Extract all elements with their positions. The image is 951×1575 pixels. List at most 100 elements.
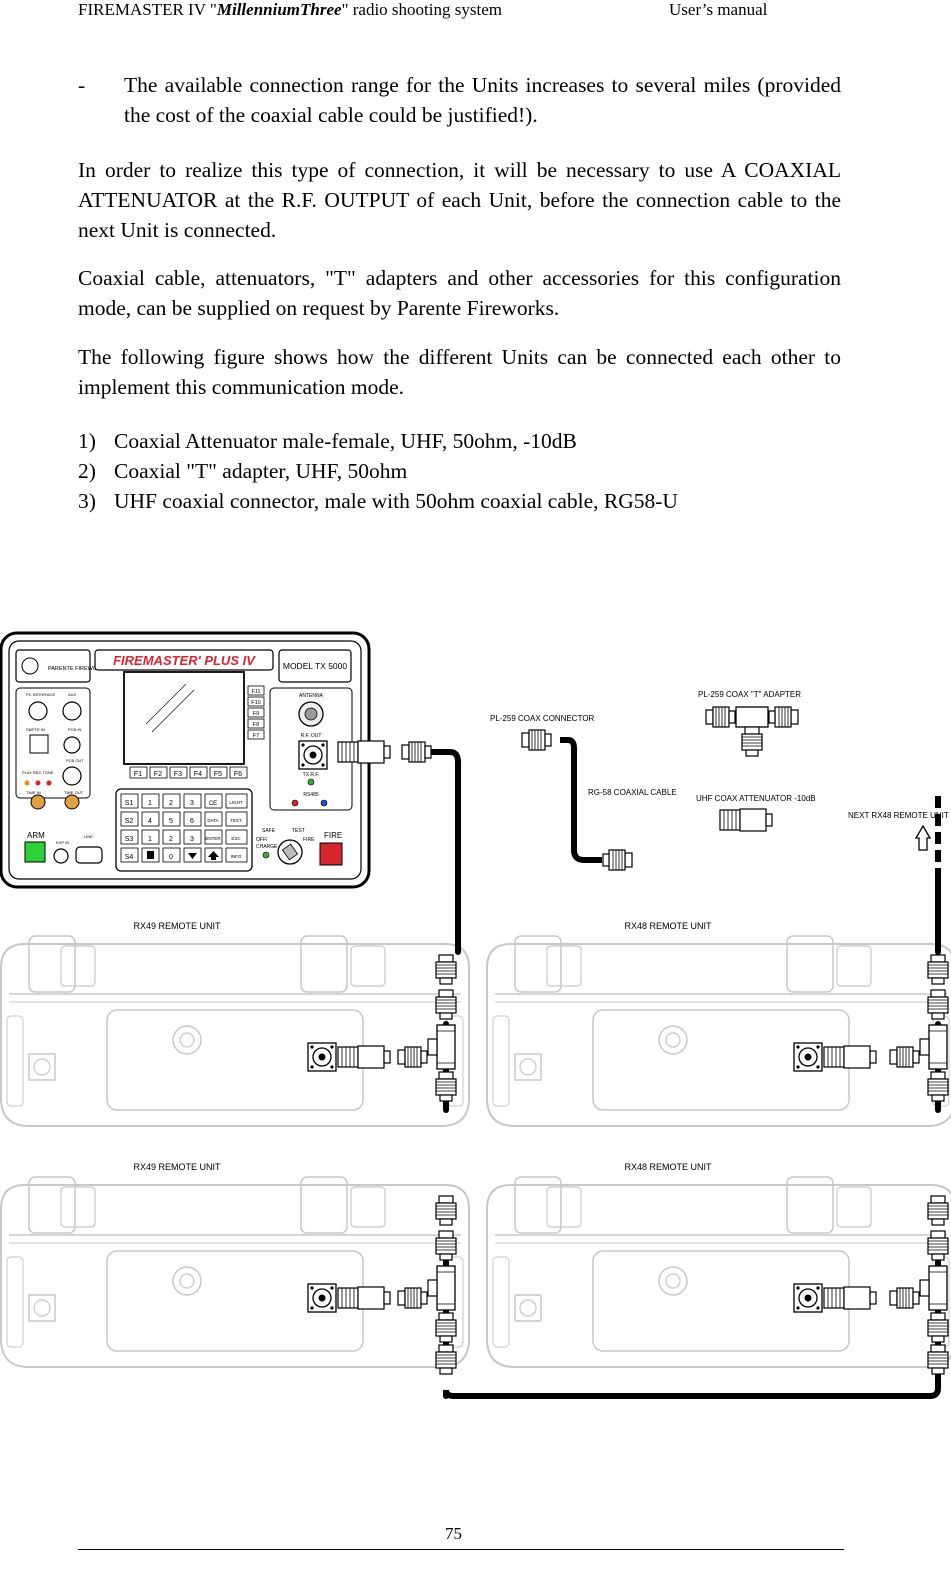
- keypad-key[interactable]: [120, 811, 139, 827]
- key-label: S2: [125, 818, 134, 825]
- coax-connector: [397, 1287, 428, 1309]
- keypad-key[interactable]: [162, 847, 181, 863]
- f8-key[interactable]: [247, 718, 265, 729]
- keypad-key[interactable]: [120, 829, 139, 845]
- rx49-case-top: [0, 935, 470, 1127]
- keypad-key[interactable]: [141, 793, 160, 809]
- keypad-key[interactable]: [225, 811, 248, 827]
- arrow-up-icon: [914, 824, 932, 851]
- keypad-key[interactable]: [183, 793, 202, 809]
- keypad-key[interactable]: [162, 793, 181, 809]
- rec-led-icon: [35, 780, 41, 786]
- keypad-key[interactable]: [204, 829, 223, 845]
- rx48-case-top: [486, 935, 951, 1127]
- rx49-case-bottom: [0, 1176, 470, 1368]
- rs485-label: RS485: [303, 792, 319, 798]
- pcb-in-connector[interactable]: [63, 736, 81, 754]
- connector-label: SMPTE IN: [26, 727, 45, 732]
- f11-key[interactable]: [247, 685, 265, 696]
- coax-cable-sample: [560, 737, 602, 863]
- key-label: 2: [169, 800, 173, 807]
- time-in-connector[interactable]: [30, 794, 46, 810]
- attenuator-tx: [337, 740, 391, 764]
- coax-connector: [889, 1287, 920, 1309]
- keypad-key[interactable]: [225, 847, 248, 863]
- f3-key[interactable]: [169, 766, 188, 779]
- line-connector[interactable]: [75, 846, 103, 864]
- arm-button[interactable]: [24, 841, 46, 863]
- keypad-keys: S1 1 2 3 CE LIGHT S2 4 5 6 DATA TEST S3 …: [120, 793, 248, 863]
- connector-label: LINE: [84, 834, 93, 839]
- keypad-key[interactable]: [162, 829, 181, 845]
- switch-label: FIRE: [303, 837, 315, 843]
- key-label: ESC: [231, 836, 241, 841]
- f5-key[interactable]: [209, 766, 228, 779]
- list-item: 3)UHF coaxial connector, male with 50ohm…: [78, 486, 841, 516]
- f4-key[interactable]: [189, 766, 208, 779]
- rf-socket: [307, 1042, 337, 1072]
- key-label: F5: [214, 771, 222, 778]
- paragraph-figure-intro: The following figure shows how the diffe…: [78, 345, 841, 399]
- sample-pl259-connector-end: [602, 849, 633, 871]
- f6-key[interactable]: [229, 766, 248, 779]
- key-label: 1: [148, 836, 152, 843]
- keypad-key[interactable]: [120, 793, 139, 809]
- switch-label: CHARGE: [256, 844, 278, 850]
- arrow-up-icon: [208, 851, 219, 860]
- f1-key[interactable]: [129, 766, 148, 779]
- key-label: INFO: [231, 854, 242, 859]
- charge-led-icon: [262, 851, 270, 859]
- connector-label: PLAY REC TONE: [22, 770, 54, 775]
- label-rg58-cable: RG-58 COAXIAL CABLE: [588, 788, 677, 797]
- keypad-key[interactable]: [120, 847, 139, 863]
- time-out-connector[interactable]: [64, 794, 80, 810]
- switch-label: OFF/: [256, 837, 268, 843]
- key-label: F11: [251, 689, 260, 695]
- keypad-key[interactable]: [141, 811, 160, 827]
- key-label: LIGHT: [229, 800, 243, 805]
- list-text: Coaxial "T" adapter, UHF, 50ohm: [114, 459, 408, 483]
- f2-key[interactable]: [149, 766, 168, 779]
- fire-button[interactable]: [319, 842, 343, 866]
- f9-key[interactable]: [247, 707, 265, 718]
- pc-interface-connector[interactable]: [28, 701, 48, 721]
- key-label: 5: [169, 818, 173, 825]
- list-num: 1): [78, 429, 96, 453]
- unit-label-rx48-top: RX48 REMOTE UNIT: [624, 921, 712, 931]
- key-label: 1: [148, 800, 152, 807]
- coax-connector: [927, 1344, 949, 1375]
- label-next-unit: NEXT RX48 REMOTE UNIT: [848, 811, 949, 820]
- keypad-key[interactable]: [204, 793, 223, 809]
- keypad-key[interactable]: [183, 811, 202, 827]
- rx48-case-bottom: [486, 1176, 951, 1368]
- key-symbol-icon: [147, 851, 154, 859]
- connector-label: PC INTERFACE: [26, 692, 55, 697]
- aux-connector[interactable]: [62, 701, 82, 721]
- keypad-key[interactable]: [162, 811, 181, 827]
- coax-connector: [435, 1071, 457, 1102]
- rf-out-socket[interactable]: [298, 740, 328, 770]
- keypad-key[interactable]: [141, 829, 160, 845]
- paragraph-attenuator: In order to realize this type of connect…: [78, 158, 841, 242]
- f7-key[interactable]: [247, 729, 265, 740]
- keypad-key[interactable]: [204, 811, 223, 827]
- label-t-adapter: PL-259 COAX "T" ADAPTER: [698, 690, 801, 699]
- coax-connector: [397, 1046, 428, 1068]
- key-label: F6: [234, 771, 242, 778]
- keypad-key[interactable]: [225, 793, 248, 809]
- t-adapter: [919, 1265, 948, 1311]
- pcb-out-connector[interactable]: [62, 766, 82, 786]
- list-text: UHF coaxial connector, male with 50ohm c…: [114, 489, 678, 513]
- attenuator: [337, 1045, 391, 1069]
- smpte-in-connector[interactable]: [29, 734, 49, 754]
- f10-key[interactable]: [247, 696, 265, 707]
- sample-pl259-connector: [521, 729, 552, 751]
- keypad-key[interactable]: [225, 829, 248, 845]
- coax-connector: [927, 989, 949, 1020]
- coax-connector: [435, 1312, 457, 1343]
- rf-socket: [793, 1042, 823, 1072]
- exp-in-connector[interactable]: [53, 848, 69, 864]
- connector-label: TIME OUT: [64, 790, 84, 795]
- t-adapter: [919, 1024, 948, 1070]
- keypad-key[interactable]: [183, 829, 202, 845]
